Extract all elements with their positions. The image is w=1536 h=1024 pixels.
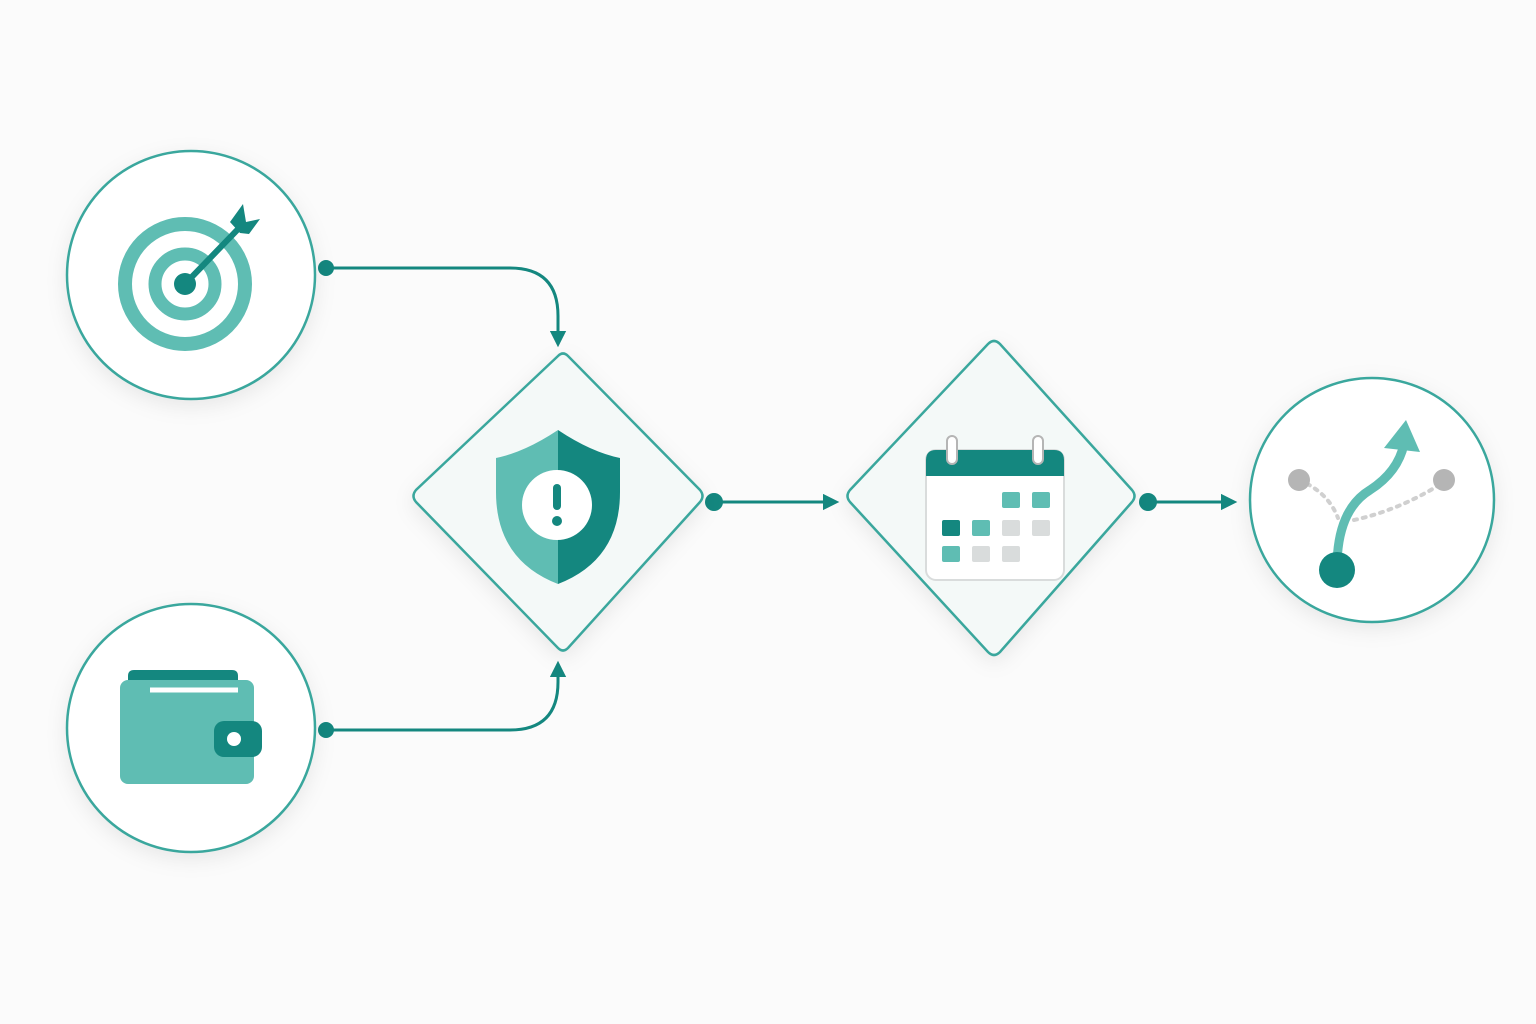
node-goal[interactable] xyxy=(65,149,317,401)
connector-start-dot xyxy=(318,722,334,738)
calendar-icon xyxy=(925,435,1065,581)
node-budget[interactable] xyxy=(65,602,317,854)
target-arrow-icon xyxy=(118,204,260,351)
connector-start-dot xyxy=(705,493,723,511)
node-outcome[interactable] xyxy=(1248,376,1496,624)
node-risk-check[interactable] xyxy=(412,352,704,652)
wallet-icon xyxy=(120,670,262,784)
branching-path-icon xyxy=(1288,420,1455,588)
connector-risk-to-schedule xyxy=(705,493,840,511)
connector-schedule-to-outcome xyxy=(1139,493,1238,511)
shield-alert-icon xyxy=(496,430,620,584)
connector-budget-to-risk xyxy=(318,660,567,738)
connector-start-dot xyxy=(318,260,334,276)
connector-start-dot xyxy=(1139,493,1157,511)
node-schedule[interactable] xyxy=(846,339,1136,657)
connector-goal-to-risk xyxy=(318,260,567,348)
